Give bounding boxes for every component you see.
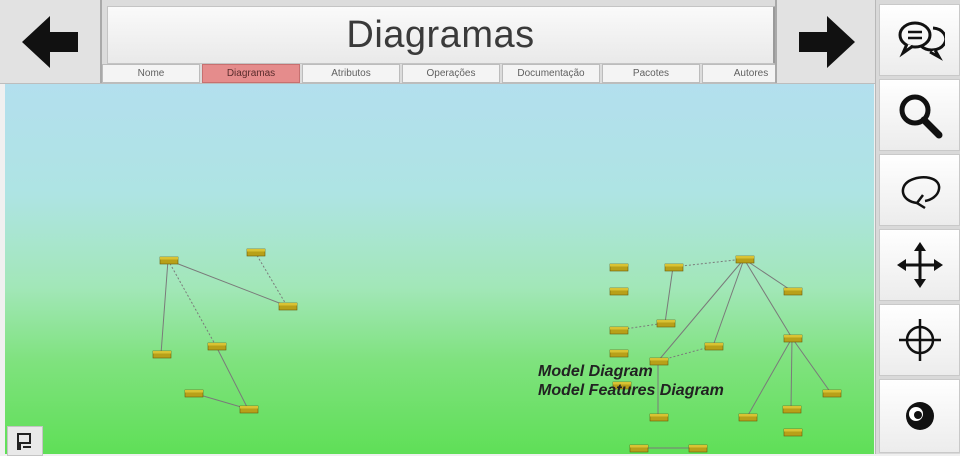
title-panel: Diagramas — [107, 6, 777, 64]
top-bar: Diagramas Nome Diagramas Atributos Opera… — [0, 0, 877, 84]
tab-documentacao[interactable]: Documentação — [502, 64, 600, 83]
device-icon — [17, 433, 31, 450]
tab-pacotes[interactable]: Pacotes — [602, 64, 700, 83]
diagram-node[interactable] — [735, 255, 755, 264]
tab-bar: Nome Diagramas Atributos Operações Docum… — [102, 64, 802, 83]
diagram-node[interactable] — [704, 342, 724, 351]
diagram-node[interactable] — [649, 357, 669, 366]
diagram-edge — [746, 337, 793, 418]
tab-nome[interactable]: Nome — [102, 64, 200, 83]
page-title: Diagramas — [346, 13, 535, 56]
diagram-node[interactable] — [664, 263, 684, 272]
diagram-node[interactable] — [207, 342, 227, 351]
diagram-node[interactable] — [152, 350, 172, 359]
diagram-node[interactable] — [822, 389, 842, 398]
back-button[interactable] — [0, 0, 102, 83]
diagram-node[interactable] — [612, 381, 632, 390]
chat-icon — [898, 21, 945, 61]
diagram-edge — [215, 345, 249, 410]
diagram-node[interactable] — [783, 428, 803, 437]
diagram-edge — [672, 258, 745, 268]
tab-diagramas[interactable]: Diagramas — [202, 64, 300, 83]
arrow-right-icon — [799, 15, 855, 68]
diagram-node[interactable] — [278, 302, 298, 311]
diagram-node[interactable] — [738, 413, 758, 422]
diagram-node[interactable] — [184, 389, 204, 398]
diagram-edge — [712, 258, 745, 347]
diagram-node[interactable] — [649, 413, 669, 422]
diagram-labels: Model Diagram Model Features Diagram — [538, 362, 724, 400]
view-button[interactable] — [879, 379, 960, 453]
diagram-node[interactable] — [609, 326, 629, 335]
arrow-left-icon — [22, 15, 78, 68]
diagram-node[interactable] — [159, 256, 179, 265]
diagram-node[interactable] — [609, 263, 629, 272]
tab-atributos[interactable]: Atributos — [302, 64, 400, 83]
move-icon — [896, 242, 943, 288]
label-model-features-diagram: Model Features Diagram — [538, 382, 724, 399]
diagram-edge — [664, 266, 674, 324]
diagram-node[interactable] — [783, 334, 803, 343]
crosshair-icon — [898, 319, 941, 361]
device-button[interactable] — [7, 426, 43, 456]
diagram-node[interactable] — [783, 287, 803, 296]
diagram-node[interactable] — [609, 349, 629, 358]
diagram-edge — [254, 251, 288, 307]
diagram-edge — [167, 259, 217, 347]
rotate-button[interactable] — [879, 154, 960, 226]
target-button[interactable] — [879, 304, 960, 376]
diagram-node[interactable] — [246, 248, 266, 257]
search-icon — [899, 94, 942, 139]
diagram-node[interactable] — [609, 287, 629, 296]
diagram-edge — [657, 258, 745, 362]
diagram-scene[interactable] — [5, 84, 874, 454]
label-model-diagram: Model Diagram — [538, 363, 653, 380]
move-button[interactable] — [879, 229, 960, 301]
tab-operacoes[interactable]: Operações — [402, 64, 500, 83]
diagram-node[interactable] — [656, 319, 676, 328]
search-button[interactable] — [879, 79, 960, 151]
diagram-edge — [743, 258, 793, 292]
chat-button[interactable] — [879, 4, 960, 76]
side-toolbar — [875, 0, 960, 454]
diagram-node[interactable] — [239, 405, 259, 414]
3d-viewport[interactable]: Model Diagram Model Features Diagram — [5, 84, 874, 454]
diagram-node[interactable] — [688, 444, 708, 453]
rotate-icon — [901, 176, 940, 210]
diagram-node[interactable] — [782, 405, 802, 414]
eye-icon — [905, 402, 934, 430]
diagram-edge — [167, 259, 288, 307]
diagram-edge — [791, 337, 832, 394]
diagram-edge — [790, 337, 793, 410]
diagram-node[interactable] — [629, 444, 649, 453]
diagram-edge — [743, 258, 793, 339]
diagram-edge — [160, 259, 169, 355]
forward-button[interactable] — [775, 0, 877, 83]
